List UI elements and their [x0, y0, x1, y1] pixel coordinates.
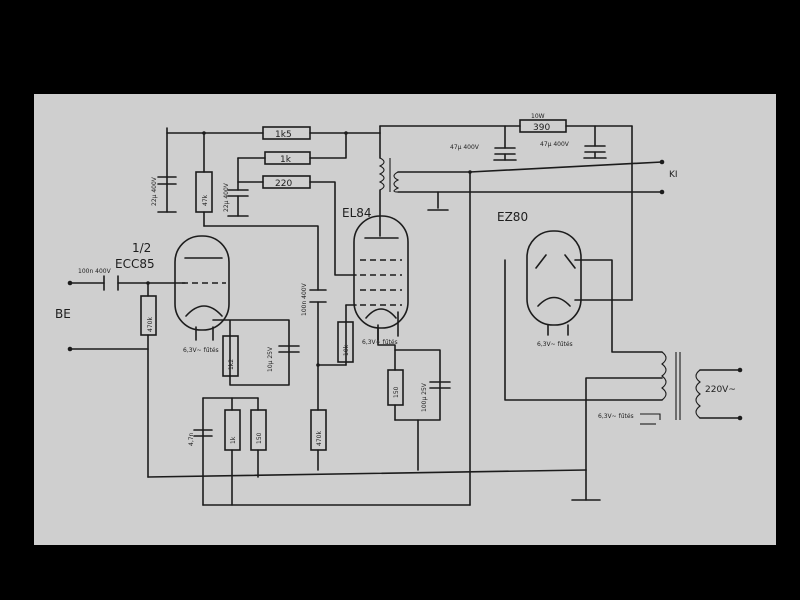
label-cap-supply-b: 22µ 400V: [223, 182, 230, 212]
resistor-top-supply: [262, 126, 311, 140]
resistor-bottom-c: [310, 409, 327, 451]
label-res-top-supply: 1k5: [275, 130, 292, 140]
resistor-grid-leak-in: [140, 295, 157, 336]
label-heater-ecc85: 6,3V~ fűtés: [183, 347, 219, 354]
label-tube-ecc85: ECC85: [115, 257, 155, 271]
terminal-dots: [67, 131, 743, 421]
label-heater-ez80: 6,3V~ fűtés: [537, 341, 573, 348]
label-preamp-fraction: 1/2: [132, 241, 151, 255]
paper-background: [34, 94, 776, 545]
label-res-bottom-a: 1k: [230, 436, 237, 444]
resistor-plate-ecc85: [195, 171, 213, 213]
label-heater-el84: 6,3V~ fűtés: [362, 339, 398, 346]
label-res-plate-ecc85: 47k: [202, 194, 209, 206]
label-cap-filter-a: 47µ 400V: [450, 144, 480, 151]
label-res-el84-cathode: 150: [393, 386, 400, 398]
label-input-terminal: BE: [55, 307, 71, 321]
schematic-paper: [34, 94, 776, 545]
label-res-grid-leak-in: 470k: [147, 317, 154, 332]
label-tube-ez80: EZ80: [497, 210, 528, 224]
label-cap-bypass-el84: 100µ 25V: [421, 382, 428, 412]
tube-el84: [353, 215, 409, 341]
label-cap-filter-b: 47µ 400V: [540, 141, 570, 148]
label-res-cathode-ecc85: 1k2: [228, 359, 235, 370]
label-res-grid-stop: 220: [275, 179, 292, 189]
label-mains-voltage: 220V~: [705, 385, 736, 395]
mains-transformer: [661, 351, 701, 420]
label-cap-bottom: 4,7n: [188, 432, 195, 446]
resistor-cathode-ecc85: [222, 335, 239, 377]
tube-ez80: [526, 230, 582, 326]
label-cap-input: 100n 400V: [78, 268, 112, 275]
label-heater-transformer: 6,3V~ fűtés: [598, 413, 634, 420]
label-res-bottom-c: 470k: [316, 431, 323, 446]
resistor-el84-grid: [337, 321, 354, 363]
resistor-bottom-a: [224, 409, 241, 451]
resistor-grid-stop: [262, 175, 311, 189]
label-res-el84-grid: 10k: [343, 344, 350, 356]
tube-ecc85: [174, 235, 230, 341]
resistors: [140, 119, 567, 451]
label-tube-el84: EL84: [342, 206, 372, 220]
label-res-filter: 390: [533, 123, 550, 133]
resistor-el84-cathode: [387, 369, 404, 406]
label-res-bottom-b: 150: [256, 432, 263, 444]
label-cap-bypass-ecc85: 10µ 25V: [267, 346, 274, 372]
label-cap-coupling: 100n 400V: [301, 282, 308, 316]
labels: 1/2 ECC85 EL84 EZ80 BE KI 220V~ 1k5 1k 2…: [55, 113, 736, 446]
resistor-filter-supply: [519, 119, 567, 133]
wires: [69, 125, 741, 506]
label-res-mid-supply: 1k: [280, 155, 292, 165]
resistor-mid-supply: [264, 151, 311, 165]
label-speaker-terminal: KI: [669, 170, 678, 180]
capacitors: [103, 145, 607, 437]
resistor-bottom-b: [250, 409, 267, 451]
label-cap-supply-a: 22µ 400V: [151, 176, 158, 206]
output-transformer: [378, 157, 400, 193]
label-cap-filter-note: 10W: [531, 113, 545, 120]
